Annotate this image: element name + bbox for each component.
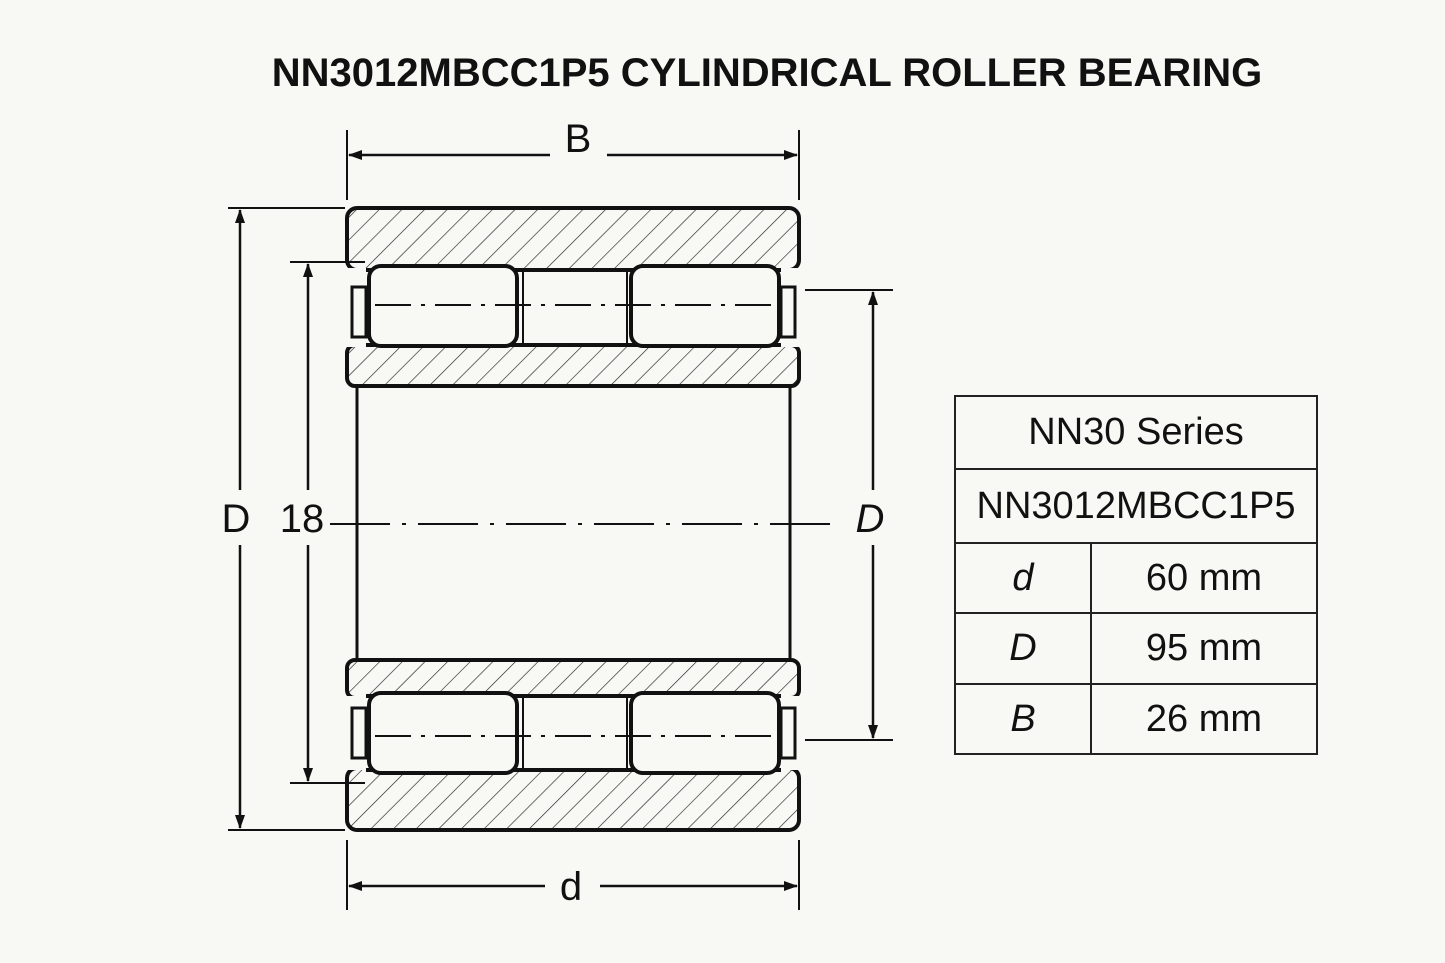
value-cell: 26 mm — [1090, 683, 1318, 755]
model-cell: NN3012MBCC1P5 — [954, 468, 1318, 544]
roller — [367, 691, 519, 775]
svg-text:d: d — [560, 865, 582, 909]
outer-ring-bottom — [345, 766, 801, 832]
dimension-d: d — [346, 840, 800, 910]
dimension-B: B — [346, 117, 800, 200]
svg-text:B: B — [565, 117, 592, 161]
symbol-cell: B — [954, 683, 1092, 755]
value-cell: 60 mm — [1090, 542, 1318, 614]
outer-ring-top — [345, 206, 801, 272]
svg-text:D: D — [856, 497, 885, 541]
svg-text:D: D — [222, 497, 251, 541]
series-cell: NN30 Series — [954, 395, 1318, 470]
title: NN3012MBCC1P5 CYLINDRICAL ROLLER BEARING — [272, 51, 1263, 95]
symbol-cell: d — [954, 542, 1092, 614]
symbol-cell: D — [954, 612, 1092, 685]
value-cell: 95 mm — [1090, 612, 1318, 685]
svg-text:18: 18 — [280, 497, 325, 541]
dimension-D-left: D — [222, 207, 345, 831]
bottom-section — [345, 658, 801, 832]
dimension-D-right: D — [805, 289, 893, 741]
dimension-18: 18 — [280, 261, 365, 784]
inner-ring-top — [345, 343, 801, 388]
top-section — [345, 206, 801, 388]
roller — [629, 691, 781, 775]
